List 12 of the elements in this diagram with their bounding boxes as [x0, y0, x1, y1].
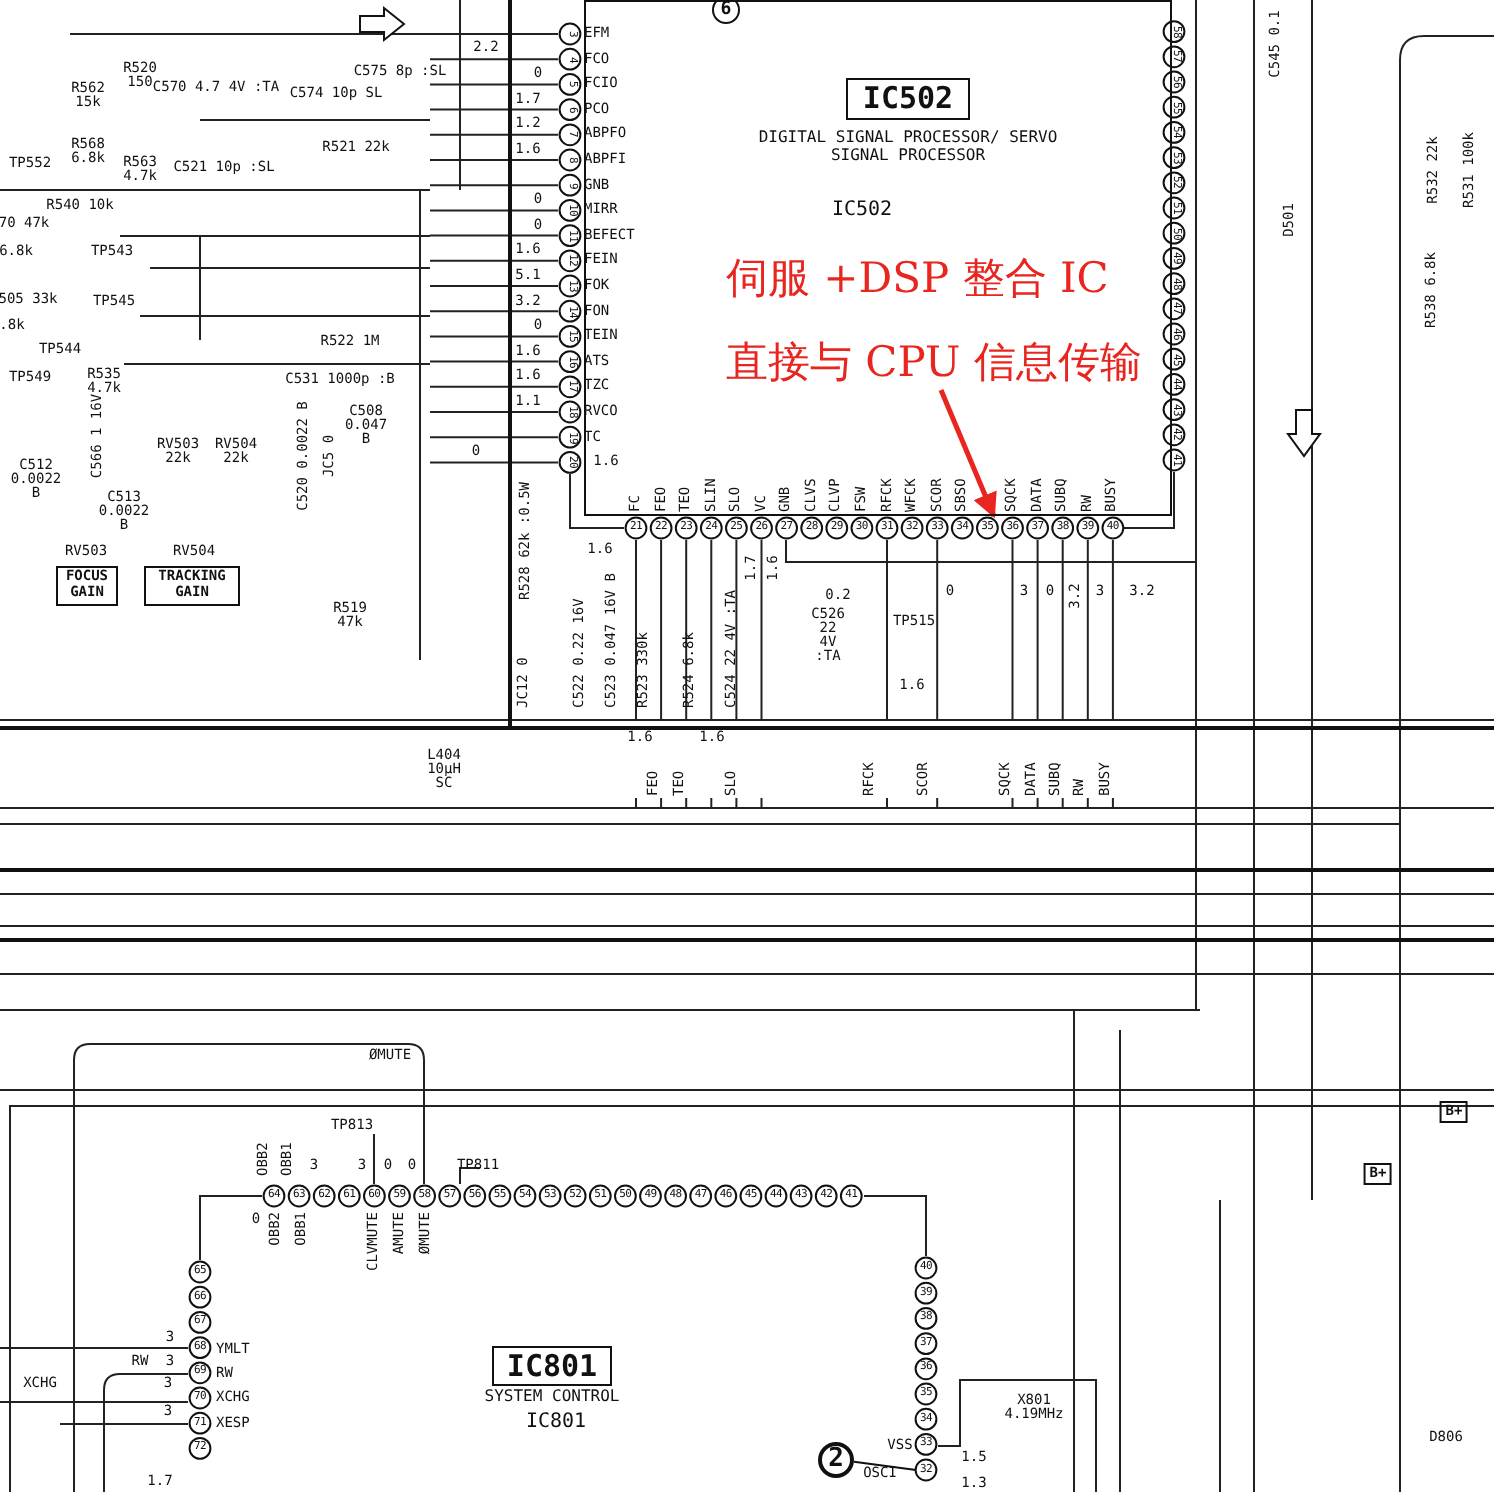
chip-description: DIGITAL SIGNAL PROCESSOR/ SERVO SIGNAL PROCESSOR: [758, 127, 1058, 165]
circled-number: 2: [818, 1442, 854, 1478]
chip-outline: [584, 0, 1172, 516]
chip-description: SYSTEM CONTROL: [482, 1386, 622, 1406]
annotation-text: 直接与 CPU 信息传输: [726, 336, 1142, 390]
leader-line: [853, 1460, 917, 1471]
part-label: IC801: [525, 1410, 587, 1434]
arrow: [938, 389, 997, 519]
chip-title-box: IC801: [492, 1346, 612, 1386]
chip-title-box: IC502: [846, 78, 970, 120]
part-label: IC502: [831, 198, 893, 222]
annotation-text: 伺服 +DSP 整合 IC: [726, 252, 1109, 306]
